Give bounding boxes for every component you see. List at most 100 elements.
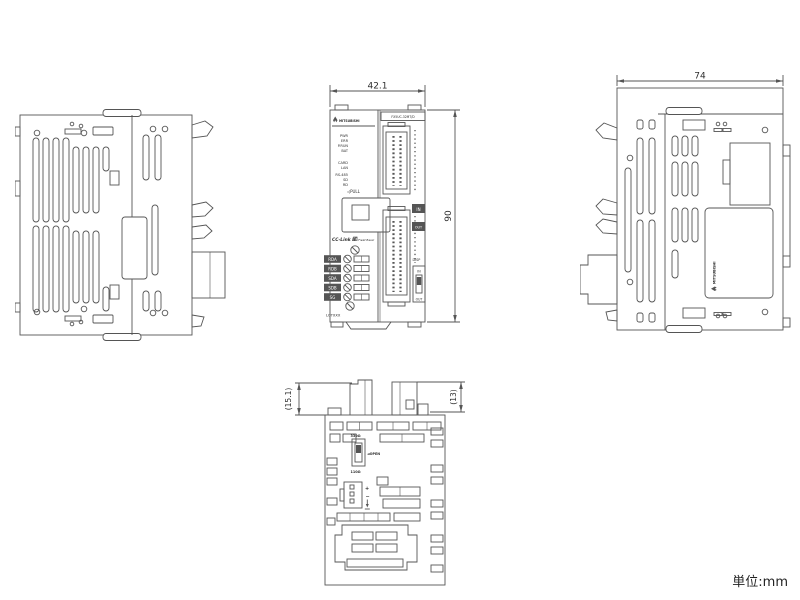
terminal-row: RDB (324, 264, 370, 273)
in-port-tag: IN (412, 204, 425, 213)
dim-label-bottom-right: (13) (449, 389, 458, 404)
terminal-label: SDB (328, 285, 337, 290)
cclink-logo: CC-Link IE Field Basic (332, 236, 375, 243)
brand-vertical: MITSUBISHI (711, 261, 717, 291)
dim-front-width: 42.1 (329, 82, 426, 107)
dim-label-height: 90 (444, 210, 454, 222)
led-label: RD (343, 183, 348, 187)
terminal-block-side (191, 251, 226, 299)
model-plate: FX5UC-32MT/D (380, 111, 426, 121)
relay-block (722, 142, 771, 206)
dim-depth: 74 (616, 72, 784, 86)
side-body-outline (616, 87, 784, 331)
power-minus-label: − (366, 494, 370, 500)
vent-slits (624, 119, 699, 323)
board-details-top (329, 421, 442, 443)
dim-label-width: 42.1 (367, 82, 387, 92)
terminal-row: SDB (324, 283, 370, 292)
cclink-logo-main: CC-Link IE (332, 237, 357, 243)
board-details-mid (336, 476, 421, 522)
right-side-view: 74 (580, 72, 791, 333)
ground-icon (364, 499, 370, 510)
switch-knob (416, 277, 422, 285)
terminal-label: RDB (328, 266, 337, 271)
access-door-side (121, 216, 148, 280)
terminal-row: SDA (324, 273, 370, 283)
led-label: BAT (341, 149, 349, 153)
switch-in-label: IN (417, 270, 421, 274)
switch-knob (356, 445, 361, 453)
edge-details-right (430, 427, 444, 573)
din-rail-clips (580, 122, 618, 322)
led-label: SD (343, 178, 348, 182)
terminal-screw-bottom (345, 301, 355, 311)
connector-shroud-a (349, 379, 373, 415)
edge-hook (15, 180, 21, 197)
sd-card-slot (351, 204, 370, 221)
left-side-view (15, 109, 226, 341)
bottom-mount-tab (665, 325, 703, 333)
power-connector: + − (339, 481, 370, 510)
access-door (341, 197, 391, 233)
latch-details (64, 121, 114, 327)
screw-holes (33, 125, 169, 317)
cclink-logo-sub: Field Basic (358, 238, 374, 242)
latch-details (682, 119, 732, 319)
din-rail-edge (782, 144, 791, 328)
io-connector-bottom (382, 206, 416, 307)
mitsubishi-diamond-icon (333, 116, 338, 123)
connector-block-side (580, 254, 618, 305)
top-mount-tab (665, 107, 703, 115)
nameplate: MITSUBISHI (704, 207, 774, 299)
brand-text: MITSUBISHI (339, 119, 360, 123)
io-connector-top (382, 122, 416, 195)
display-switch: IN OUT (412, 265, 426, 303)
cclink-field-icon (353, 236, 358, 241)
vent-slits (32, 137, 120, 313)
bottom-view: (15.1) (13) 330Ω (284, 379, 465, 586)
terminal-row: RDA (324, 254, 370, 264)
led-label: LAN (341, 166, 348, 170)
led-labels: PWR ERR P.RUN BAT CARD LAN RS-485 SD RD (335, 134, 348, 187)
switch-slot (354, 442, 363, 463)
termination-switch: 330Ω ◄OPEN 110Ω (351, 434, 381, 474)
expansion-connector (334, 524, 418, 571)
terminal-label: SDA (328, 276, 337, 281)
lot-label: LOTXXX (326, 314, 341, 318)
led-label: PWR (340, 134, 349, 138)
terminal-block: RDA RDB SDA SDB (324, 254, 370, 302)
brand-logo: MITSUBISHI (332, 116, 375, 127)
termination-110-label: 110Ω (351, 470, 361, 474)
dim-front-height: 90 (427, 109, 460, 323)
led-label: RS-485 (335, 173, 348, 177)
led-label: CARD (338, 161, 348, 165)
edge-step (15, 302, 21, 313)
terminal-label: SG (330, 295, 336, 300)
bottom-body-outline (324, 414, 446, 586)
dim-label-bottom-left: (15.1) (284, 388, 293, 411)
rear-vent-slits (142, 134, 162, 312)
bottom-mount-tab (102, 333, 142, 341)
terminal-row: SG (324, 292, 370, 302)
front-view: 42.1 90 MITSUBISHI PWR ERR P.RUN (324, 82, 460, 330)
side-body-outline (15, 109, 193, 341)
dim-bottom-left: (15.1) (284, 382, 352, 416)
top-protrusions (327, 379, 429, 416)
unit-note: 単位:mm (732, 575, 788, 590)
led-label: ERR (341, 139, 349, 143)
led-label: P.RUN (338, 144, 349, 148)
disp-label: DISP (413, 258, 421, 262)
out-port-label: OUT (415, 226, 423, 230)
mitsubishi-diamond-icon (711, 286, 717, 291)
power-plus-label: + (365, 486, 369, 492)
switch-slot (415, 274, 423, 294)
screw-holes (626, 126, 769, 316)
pull-label: ◁PULL (346, 189, 361, 194)
dim-label-depth: 74 (694, 72, 706, 82)
connector-shroud-b (391, 381, 418, 416)
model-label: FX5UC-32MT/D (391, 115, 415, 119)
din-rail-clips (191, 120, 226, 328)
switch-out-label: OUT (416, 298, 423, 302)
brand-text: MITSUBISHI (713, 261, 717, 284)
